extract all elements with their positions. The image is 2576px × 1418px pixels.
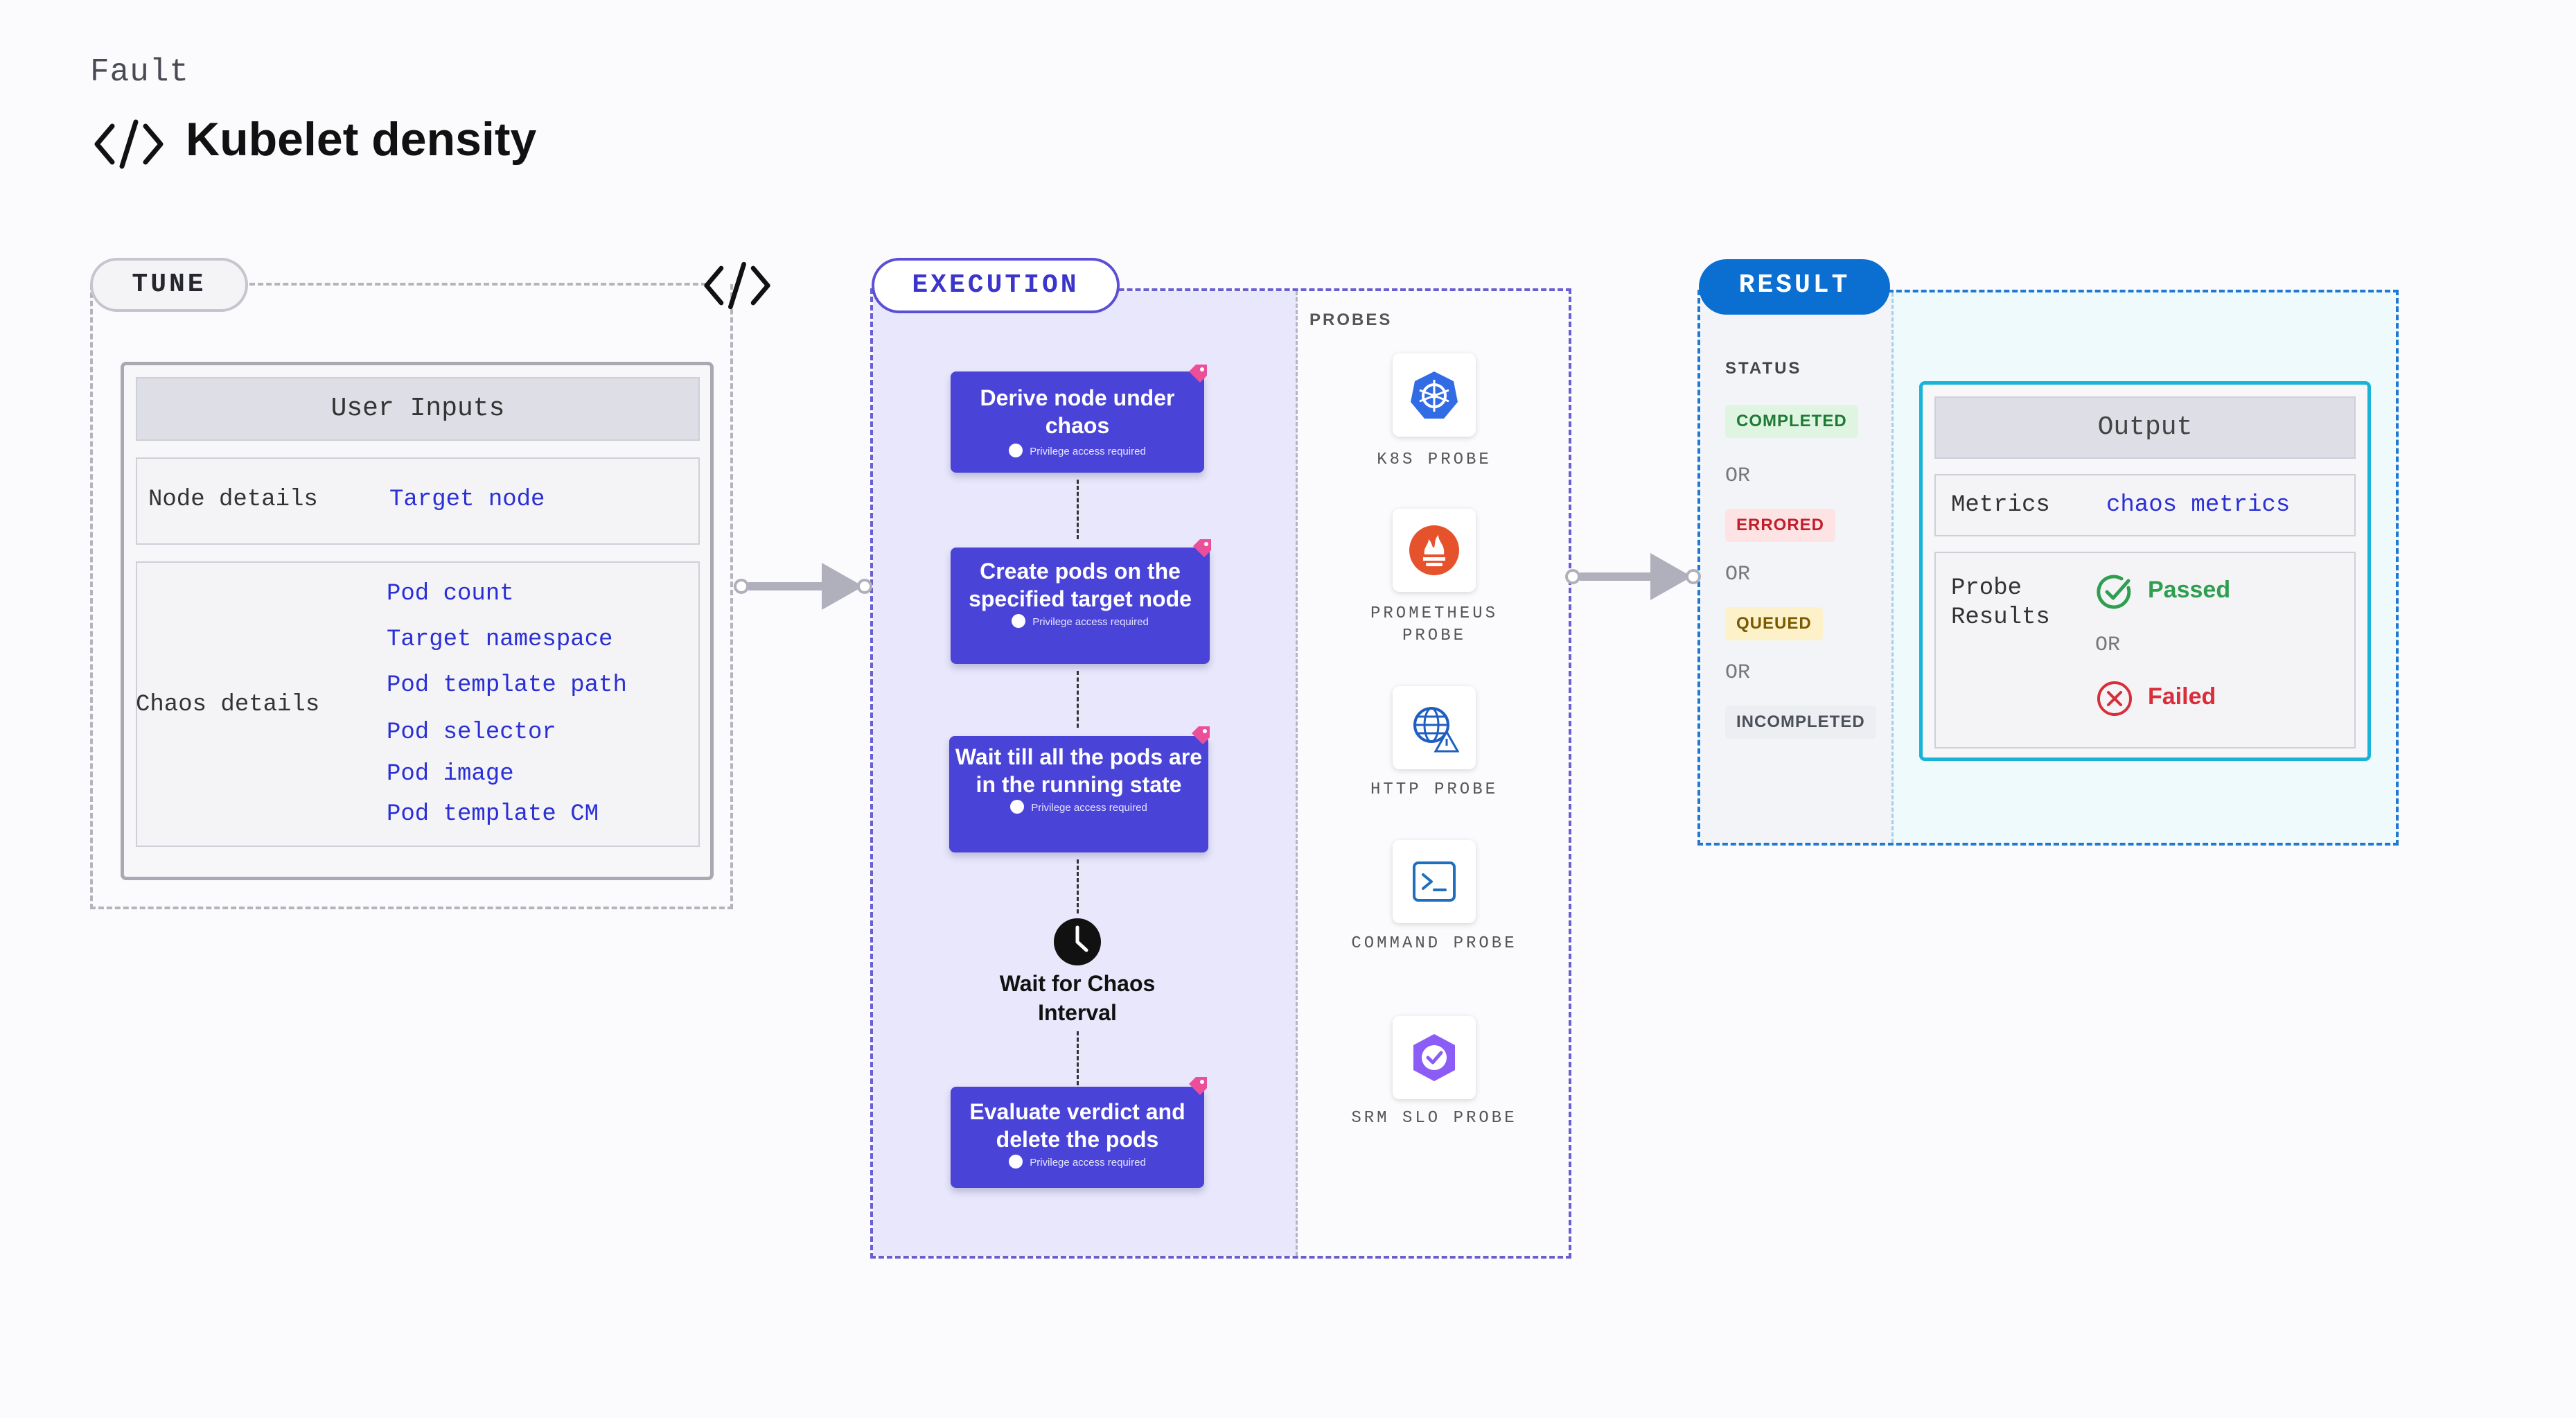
metrics-label: Metrics (1951, 492, 2050, 518)
tag-icon (1193, 539, 1211, 557)
param-pod-image: Pod image (387, 761, 514, 787)
param-pod-selector: Pod selector (387, 719, 556, 746)
probe-results-row: Probe Results Passed OR Failed (1934, 552, 2356, 749)
probes-title: PROBES (1309, 310, 1393, 329)
probe-label-prometheus: PROMETHEUS PROBE (1370, 604, 1499, 645)
category-label: Fault (90, 54, 190, 90)
kubernetes-icon (1411, 371, 1458, 419)
param-pod-count: Pod count (387, 581, 514, 607)
tag-icon (1189, 365, 1207, 383)
execution-frame (870, 288, 1571, 1259)
param-target-node: Target node (389, 487, 545, 513)
clock-icon (1054, 918, 1101, 965)
execution-divider (1296, 291, 1298, 1256)
result-pill: RESULT (1699, 259, 1890, 315)
failed-label: Failed (2148, 683, 2216, 710)
flow-connector (1077, 671, 1079, 728)
status-incompleted-badge: INCOMPLETED (1725, 706, 1876, 739)
probe-label-k8s: K8S PROBE (1377, 450, 1492, 469)
srm-slo-probe-tile (1393, 1016, 1476, 1099)
execution-to-result-arrow (1565, 553, 1701, 600)
passed-label: Passed (2148, 577, 2231, 603)
chaos-details-row: Chaos details Pod count Target namespace… (136, 561, 700, 847)
check-circle-icon (2097, 575, 2131, 609)
command-probe-tile (1393, 840, 1476, 923)
status-queued-badge: QUEUED (1725, 607, 1823, 640)
param-pod-template-cm: Pod template CM (387, 801, 599, 828)
tag-icon (1189, 1077, 1207, 1095)
step-derive-node: Derive node under chaos Privilege access… (951, 371, 1204, 473)
step-create-pods: Create pods on the specified target node… (951, 548, 1210, 664)
status-errored-badge: ERRORED (1725, 509, 1836, 542)
tag-icon (1192, 726, 1210, 744)
step-wait-pods-running: Wait till all the pods are in the runnin… (949, 736, 1208, 852)
status-title: STATUS (1725, 359, 1802, 378)
terminal-icon (1413, 861, 1456, 902)
lock-icon (1010, 800, 1025, 814)
step-evaluate-verdict: Evaluate verdict and delete the pods Pri… (951, 1087, 1204, 1188)
step-title: Create pods on the specified target node (969, 559, 1192, 611)
tune-to-execution-arrow (734, 563, 872, 610)
privilege-note: Privilege access required (1030, 445, 1146, 457)
flow-connector (1077, 480, 1079, 539)
step-title: Evaluate verdict and delete the pods (969, 1099, 1185, 1152)
or-label: OR (1725, 661, 1751, 685)
wait-chaos-interval-label: Wait for Chaos Interval (999, 971, 1156, 1025)
http-probe-tile (1393, 686, 1476, 769)
output-header: Output (1934, 396, 2356, 459)
or-label: OR (2095, 633, 2121, 657)
node-details-label: Node details (148, 487, 318, 513)
page-title: Kubelet density (186, 113, 537, 166)
probe-label-srm-slo: SRM SLO PROBE (1351, 1109, 1517, 1128)
user-inputs-header: User Inputs (136, 377, 700, 441)
privilege-note: Privilege access required (1031, 801, 1147, 814)
probe-results-label: Probe Results (1951, 575, 2050, 631)
code-icon (704, 261, 770, 310)
probe-label-command: COMMAND PROBE (1351, 934, 1517, 953)
param-pod-template-path: Pod template path (387, 672, 627, 699)
node-details-row: Node details Target node (136, 457, 700, 545)
k8s-probe-tile (1393, 353, 1476, 437)
param-target-namespace: Target namespace (387, 627, 613, 653)
result-divider (1891, 292, 1894, 843)
http-globe-icon (1413, 707, 1459, 753)
step-title: Derive node under chaos (980, 385, 1175, 438)
chaos-details-label: Chaos details (136, 692, 320, 718)
flow-connector (1077, 1031, 1079, 1085)
or-label: OR (1725, 563, 1751, 586)
privilege-note: Privilege access required (1032, 615, 1149, 628)
prometheus-icon (1409, 525, 1459, 575)
step-title: Wait till all the pods are in the runnin… (955, 744, 1203, 797)
execution-pill: EXECUTION (872, 258, 1120, 313)
flow-connector (1077, 859, 1079, 913)
srm-slo-icon (1413, 1034, 1455, 1081)
code-icon (94, 119, 164, 169)
tune-frame (90, 284, 733, 909)
probe-label-http: HTTP PROBE (1370, 780, 1499, 799)
status-completed-badge: COMPLETED (1725, 405, 1858, 438)
x-circle-icon (2097, 681, 2132, 716)
metrics-value: chaos metrics (2106, 492, 2291, 518)
status-column (1700, 292, 1891, 843)
metrics-row: Metrics chaos metrics (1934, 474, 2356, 536)
lock-icon (1009, 444, 1023, 457)
lock-icon (1009, 1155, 1023, 1168)
privilege-note: Privilege access required (1030, 1156, 1146, 1168)
tune-pill: TUNE (90, 258, 248, 312)
lock-icon (1012, 614, 1026, 628)
prometheus-probe-tile (1393, 509, 1476, 592)
tune-frame-top (249, 283, 707, 286)
or-label: OR (1725, 464, 1751, 488)
